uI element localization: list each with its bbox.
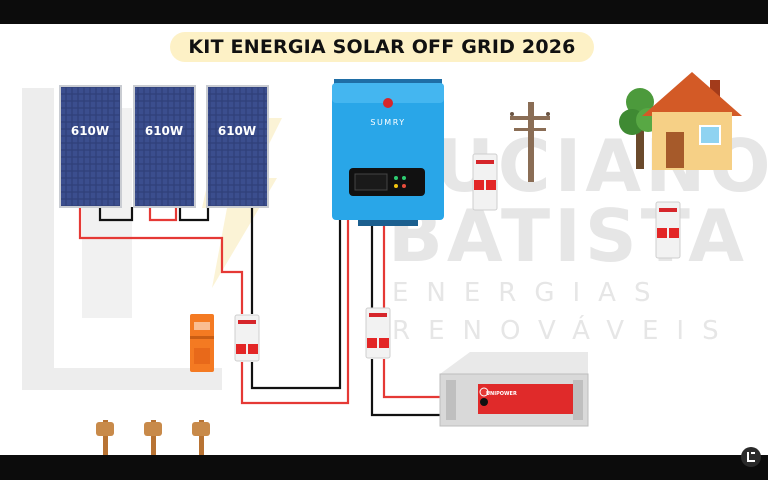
- page-title: KIT ENERGIA SOLAR OFF GRID 2026: [188, 36, 576, 58]
- breaker-icon-house: [655, 201, 681, 259]
- utility-pole-icon: [510, 102, 550, 182]
- solar-panel-2: [133, 85, 196, 208]
- house-icon: [619, 72, 742, 170]
- pv-negative-to-inverter: [250, 220, 342, 390]
- panel-power-label-1: 610W: [70, 124, 110, 138]
- series-link-positive: [148, 207, 178, 222]
- bottom-black-bar: [0, 455, 768, 480]
- ground-rod-icon-2: [144, 420, 162, 455]
- ground-rod-icon-1: [96, 420, 114, 455]
- inverter: [332, 79, 444, 226]
- string-positive-wire: [78, 207, 244, 314]
- panel-power-label-3: 610W: [217, 124, 257, 138]
- corner-logo-icon[interactable]: [741, 447, 761, 467]
- series-link-negative: [98, 207, 134, 222]
- inverter-logo-icon: [383, 98, 393, 108]
- ground-rod-icon-3: [192, 420, 210, 455]
- battery: [439, 352, 589, 427]
- solar-panel-3: [206, 85, 269, 208]
- title-background: [170, 32, 594, 62]
- wires: [78, 207, 488, 417]
- series-link-negative-2: [178, 207, 210, 222]
- solar-panel-1: [59, 85, 122, 208]
- watermark-line2: RENOVÁVEIS: [392, 316, 737, 346]
- inverter-brand: SUMRY: [370, 118, 406, 127]
- pv-positive-to-inverter: [240, 220, 350, 405]
- surge-protector-icon: [190, 314, 214, 372]
- watermark-surname: BATISTA: [388, 194, 749, 278]
- panel-power-label-2: 610W: [144, 124, 184, 138]
- diagram-canvas: LUCIANO BATISTA ENERGIAS RENOVÁVEIS KIT …: [0, 24, 768, 455]
- battery-brand: UNIPOWER: [486, 391, 517, 397]
- watermark-line1: ENERGIAS: [392, 278, 669, 308]
- top-black-bar: [0, 0, 768, 24]
- breaker-icon-battery: [365, 307, 391, 359]
- breaker-icon-grid: [472, 153, 498, 211]
- breaker-icon-pv: [234, 314, 260, 362]
- wiring-diagram: [59, 72, 742, 455]
